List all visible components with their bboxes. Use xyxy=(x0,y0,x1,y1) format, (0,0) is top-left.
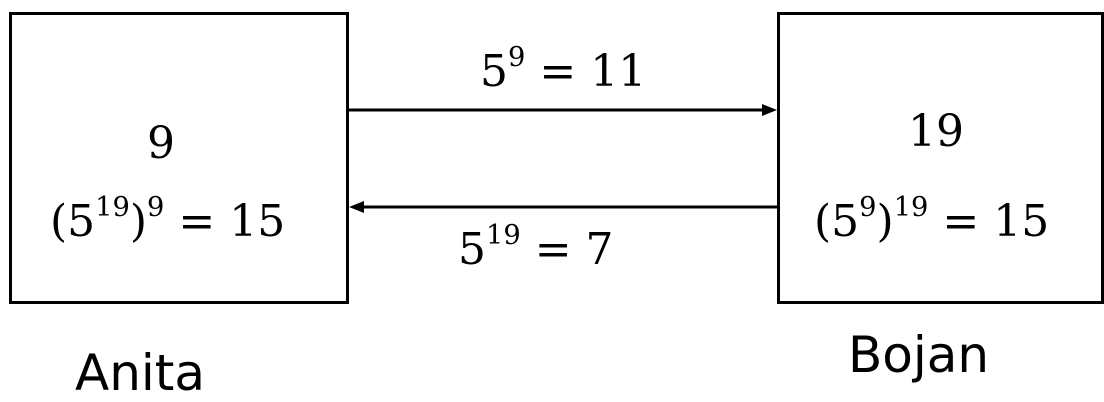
bojan-shared-key: (59)19 = 15 xyxy=(814,192,1050,247)
bojan-box xyxy=(777,12,1104,304)
bojan-secret: 19 xyxy=(908,106,964,157)
anita-shared-key: (519)9 = 15 xyxy=(50,192,286,247)
message-to-bojan: 59 = 11 xyxy=(480,42,647,97)
message-to-anita: 519 = 7 xyxy=(458,220,614,275)
arrow-to-anita-head xyxy=(349,201,364,213)
bojan-label: Bojan xyxy=(848,326,990,384)
arrow-to-bojan-head xyxy=(762,104,777,116)
anita-label: Anita xyxy=(75,344,206,402)
anita-secret: 9 xyxy=(147,118,175,169)
anita-box xyxy=(9,12,349,304)
